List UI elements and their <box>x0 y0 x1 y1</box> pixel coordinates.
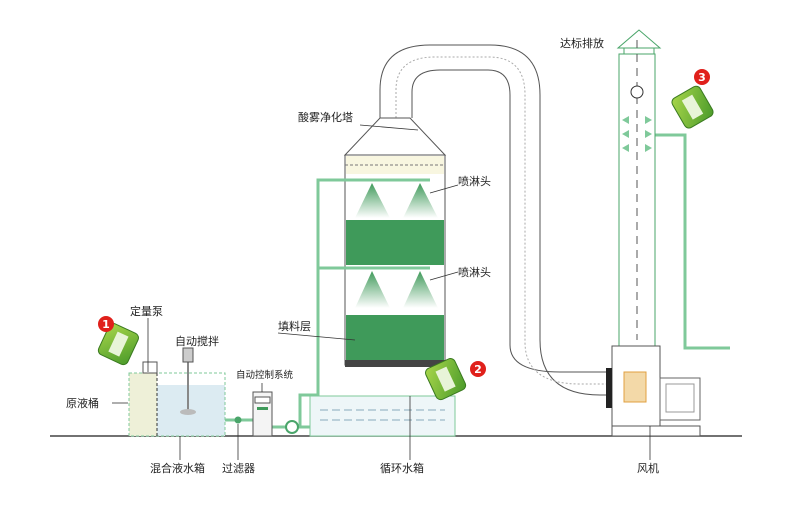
label-circulation-tank: 循环水箱 <box>380 461 424 475</box>
spray-cone <box>403 271 438 308</box>
mixing-tank <box>128 347 226 437</box>
step-badge-2: 2 <box>470 361 486 377</box>
step-badge-3: 3 <box>694 69 710 85</box>
label-mixing-tank: 混合液水箱 <box>150 461 205 475</box>
spray-cone <box>355 183 390 218</box>
svg-text:3: 3 <box>698 71 706 84</box>
svg-text:1: 1 <box>102 318 110 331</box>
label-spray-head-1: 喷淋头 <box>458 175 491 188</box>
label-raw-liquid-bucket: 原液桶 <box>66 396 99 410</box>
label-dosing-pump: 定量泵 <box>130 304 163 318</box>
step-badge-1: 1 <box>98 316 114 332</box>
dosing-pump-icon <box>142 361 158 374</box>
spray-cone <box>403 183 438 218</box>
exhaust-stack <box>616 29 662 347</box>
fan <box>606 345 701 437</box>
stirrer-motor-icon <box>182 347 194 363</box>
chemical-bottle-icon <box>97 323 139 366</box>
chemical-bottle-icon <box>425 358 467 401</box>
circulation-tank <box>309 395 456 437</box>
filter-icon <box>234 416 242 424</box>
duct <box>379 44 612 396</box>
pump-icon <box>285 420 299 434</box>
packing-layer-lower <box>346 315 444 360</box>
scrubber-tower <box>322 117 447 367</box>
chemical-bottle-icon <box>671 85 714 129</box>
packing-layer-upper <box>346 220 444 265</box>
label-auto-stirring: 自动搅拌 <box>175 334 219 348</box>
label-packing-layer: 填料层 <box>278 319 311 333</box>
label-filter: 过滤器 <box>222 462 255 475</box>
label-tower: 酸雾净化塔 <box>298 110 353 124</box>
label-discharge: 达标排放 <box>560 36 604 50</box>
auto-control-cabinet <box>252 391 273 437</box>
spray-cone <box>355 271 390 308</box>
label-fan: 风机 <box>637 461 659 475</box>
svg-text:2: 2 <box>474 363 482 376</box>
label-spray-head-2: 喷淋头 <box>458 266 491 279</box>
label-auto-control-system: 自动控制系统 <box>236 369 294 381</box>
